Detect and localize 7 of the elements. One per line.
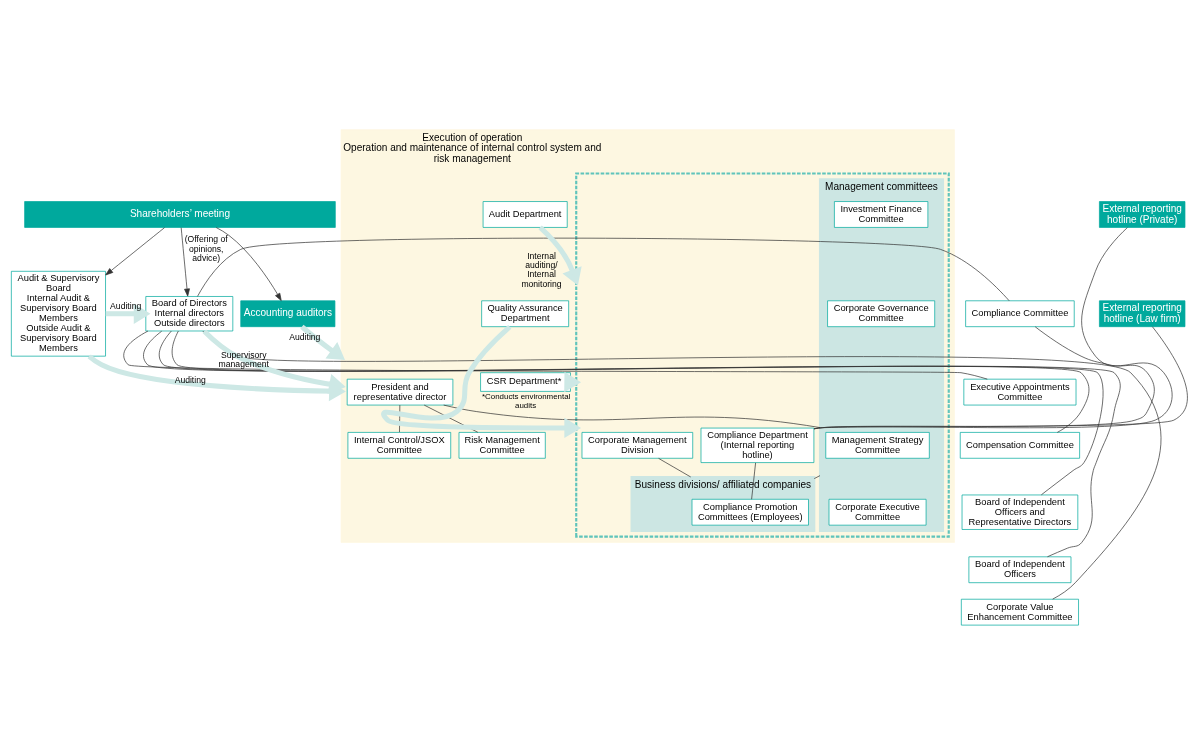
edge-label: Auditing bbox=[289, 331, 321, 342]
edge-label: Supervisory management bbox=[218, 349, 269, 369]
edge-label: Internal auditing/ Internal monitoring bbox=[521, 250, 562, 289]
edge-label: (Offering of opinions, advice) bbox=[184, 233, 228, 263]
edge-label: Auditing bbox=[110, 300, 142, 311]
edge-label: Auditing bbox=[174, 374, 206, 385]
node-label: *Conducts environmental audits bbox=[482, 391, 571, 410]
